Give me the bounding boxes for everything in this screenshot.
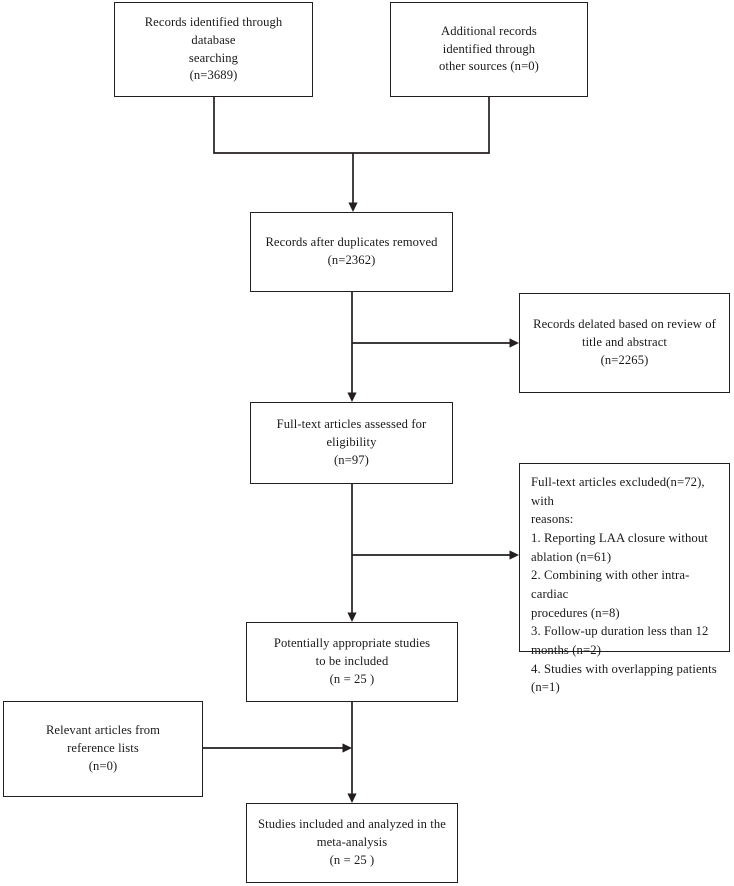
arrowhead-icon-duplicates-to-fulltext (347, 392, 357, 402)
arrowhead-icon-reference-to-main-line (342, 743, 352, 753)
connector-layer (203, 97, 512, 796)
flow-box-records-deleted-title-abstract: Records delated based on review of title… (519, 293, 730, 393)
flow-box-label: Records delated based on review of title… (533, 317, 716, 367)
flow-box-label: Records identified through database sear… (144, 14, 283, 83)
flow-box-potentially-appropriate-studies: Potentially appropriate studies to be in… (246, 622, 458, 702)
flow-box-label: Relevant articles from reference lists (… (45, 723, 161, 773)
arrowhead-icon-duplicates-to-deleted (509, 338, 519, 348)
flow-box-label: Additional records identified through ot… (439, 23, 539, 74)
flow-box-studies-included-meta-analysis: Studies included and analyzed in the met… (246, 803, 458, 883)
arrowhead-icon-merge-sources-to-duplicates (348, 202, 358, 212)
flow-box-label: Full-text articles assessed for eligibil… (276, 417, 427, 467)
connector-merge-sources-to-duplicates (213, 97, 490, 205)
flow-box-records-after-duplicates-removed: Records after duplicates removed (n=2362… (250, 212, 453, 292)
flow-box-relevant-articles-reference-lists: Relevant articles from reference lists (… (3, 701, 203, 797)
flow-box-label: Records after duplicates removed (n=2362… (265, 235, 438, 267)
flow-box-fulltext-excluded-reasons: Full-text articles excluded(n=72), with … (519, 463, 730, 694)
flow-box-additional-records-other-sources: Additional records identified through ot… (390, 2, 588, 97)
flow-box-records-identified-database: Records identified through database sear… (114, 2, 313, 97)
flow-box-fulltext-assessed-eligibility: Full-text articles assessed for eligibil… (250, 402, 453, 484)
flow-box-label: Potentially appropriate studies to be in… (273, 636, 431, 686)
arrowhead-icon-fulltext-to-excluded (509, 550, 519, 560)
flow-box-label: Full-text articles excluded(n=72), with … (531, 475, 717, 695)
arrowhead-icon-potentially-to-included (347, 793, 357, 803)
flow-box-label: Studies included and analyzed in the met… (258, 817, 446, 867)
arrowhead-icon-fulltext-to-potentially (347, 612, 357, 622)
arrowhead-layer (342, 202, 519, 803)
